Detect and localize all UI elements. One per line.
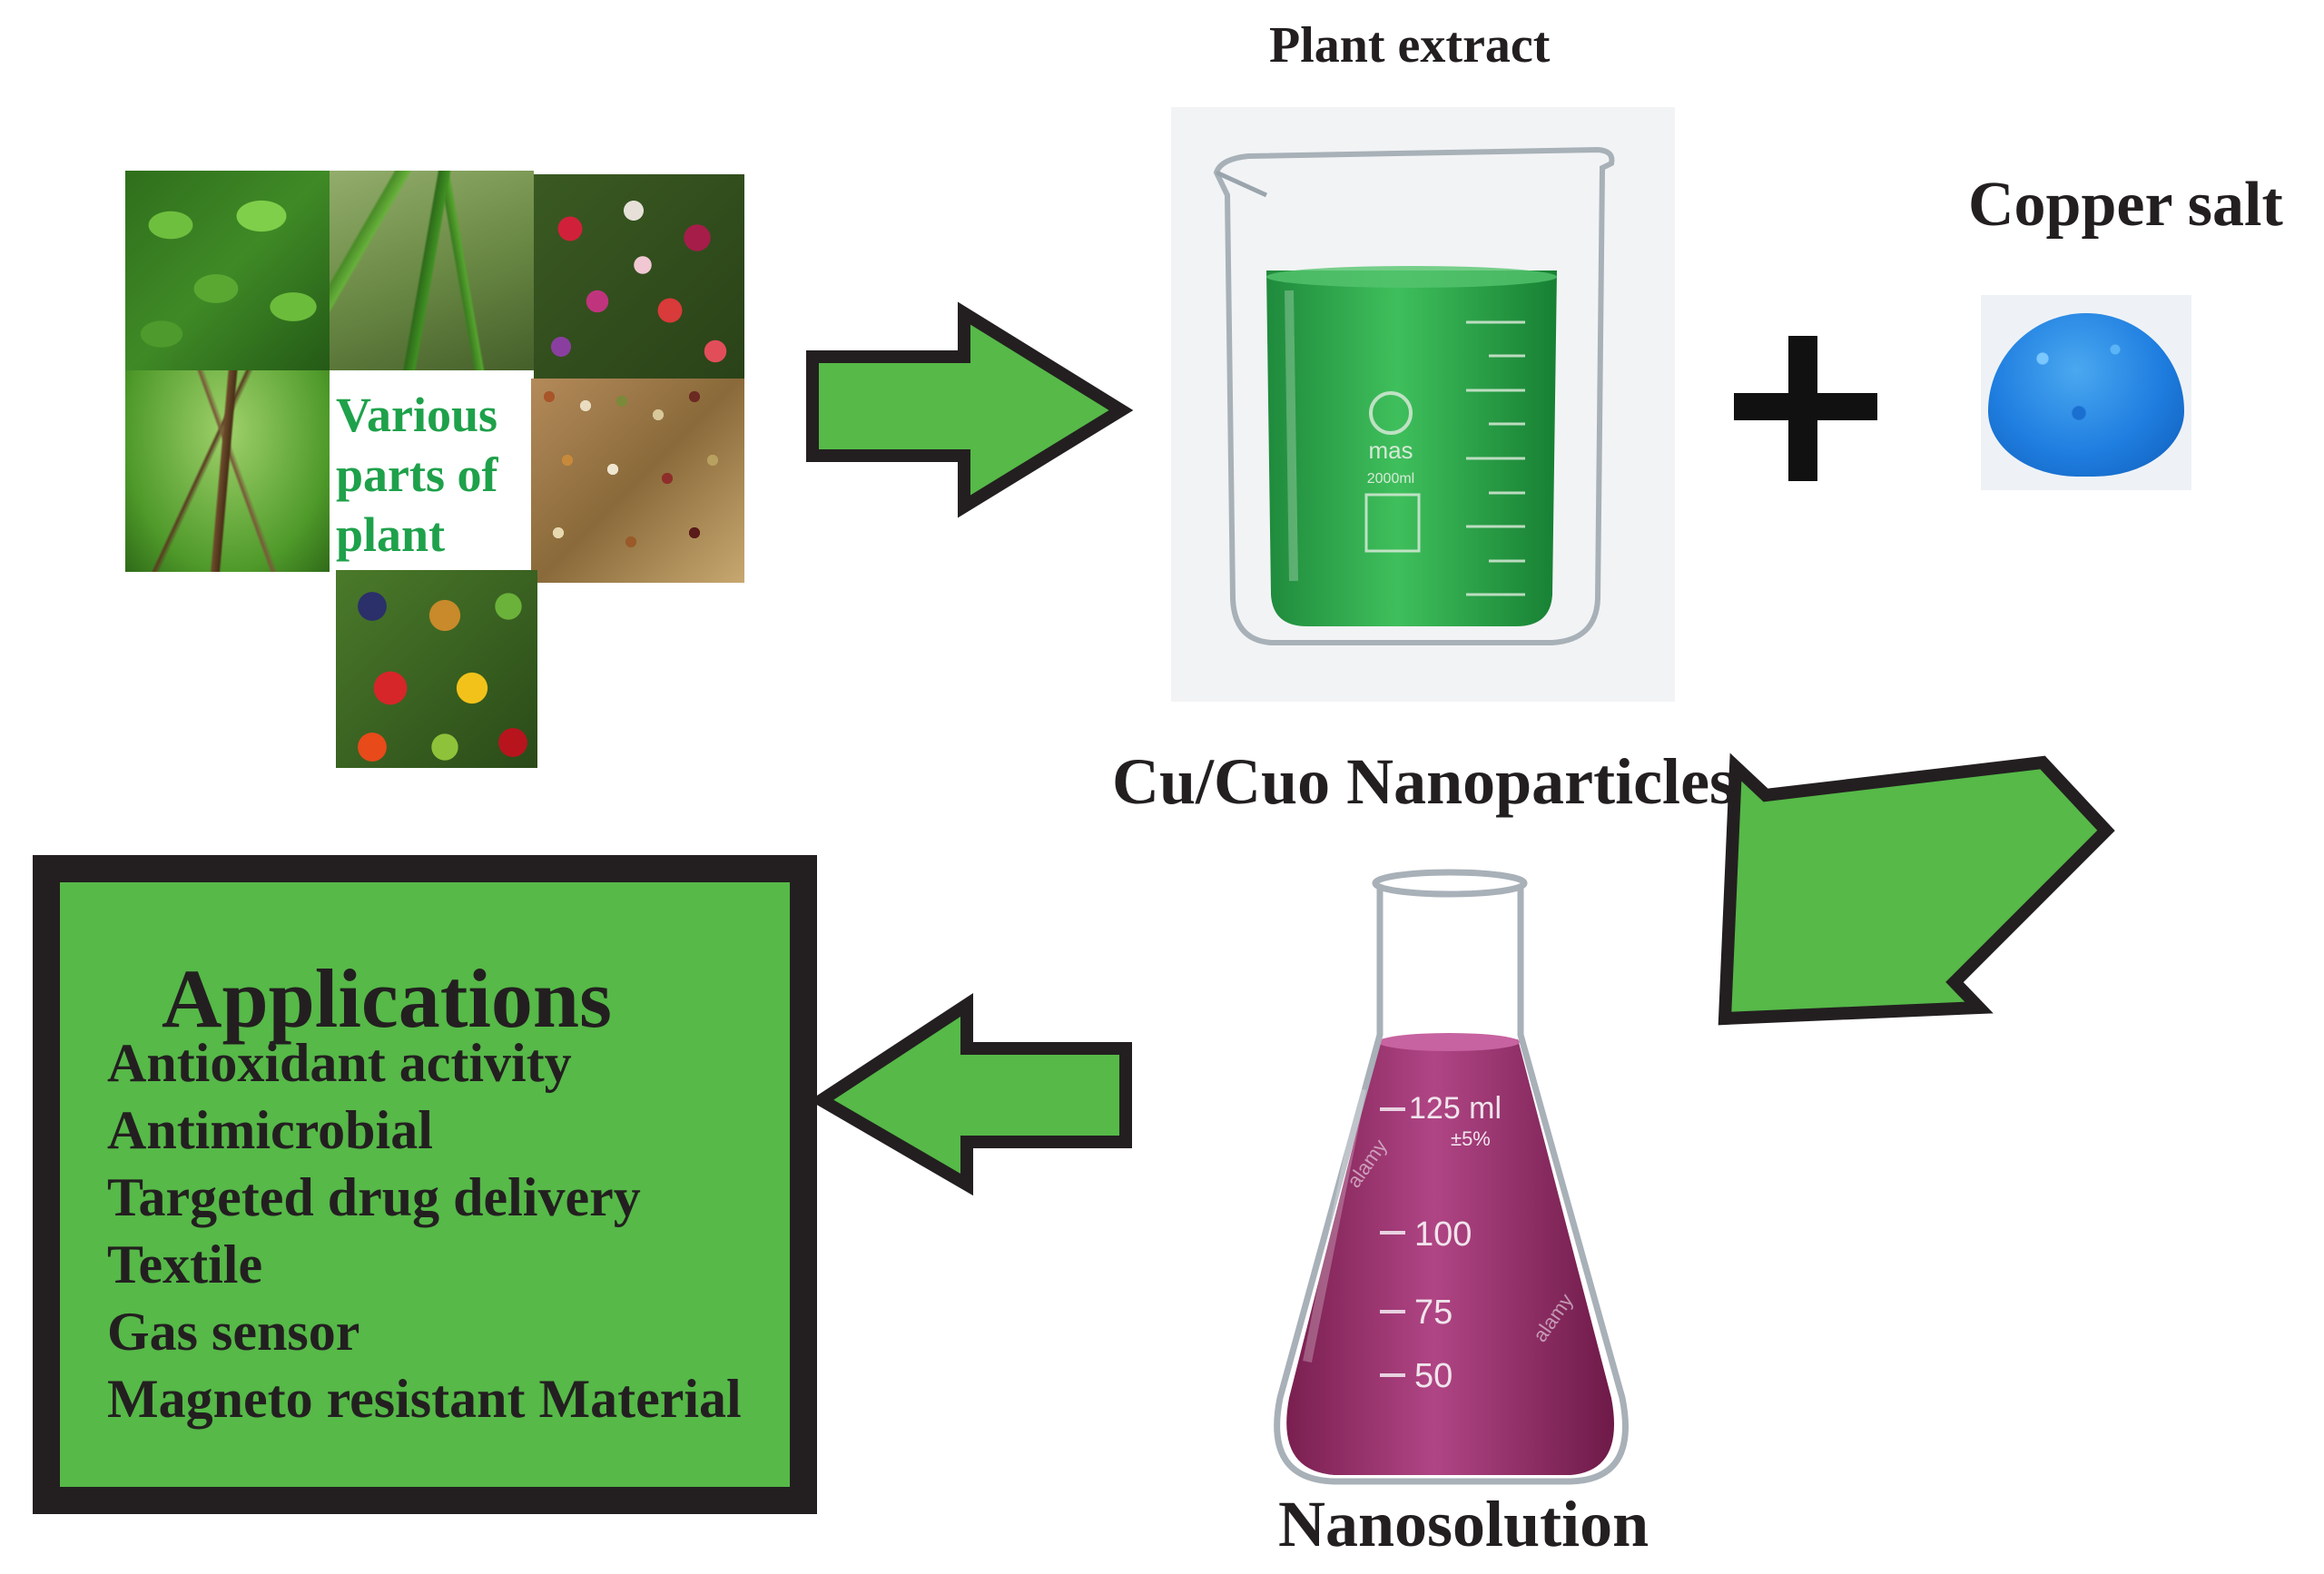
fruits-image	[336, 570, 537, 768]
copper-salt-image	[1981, 295, 2191, 490]
application-item: Textile	[107, 1235, 263, 1294]
applications-title: Applications	[162, 952, 612, 1045]
plant-parts-label: Various parts of plant	[336, 388, 498, 562]
flask-mark-50: 50	[1414, 1357, 1452, 1395]
beaker-capacity: 2000ml	[1367, 471, 1414, 487]
application-item: Antioxidant activity	[107, 1033, 572, 1093]
stems-image	[330, 171, 534, 370]
applications-list: Antioxidant activity Antimicrobial Targe…	[107, 1029, 742, 1432]
copper-salt-powder	[1988, 313, 2184, 477]
flowers-image	[534, 174, 744, 379]
copper-salt-label: Copper salt	[1968, 170, 2283, 240]
beaker-brand: mas	[1368, 437, 1413, 464]
flask-volume: 125 ml	[1409, 1091, 1502, 1126]
plant-extract-label: Plant extract	[1269, 17, 1551, 74]
nanosolution-label: Nanosolution	[1278, 1488, 1649, 1560]
flask-image: 125 ml ±5% 100 75 50 alamy alamy	[1274, 869, 1629, 1485]
arrow-right-icon	[806, 301, 1134, 518]
application-item: Magneto resistant Material	[107, 1369, 742, 1429]
application-item: Antimicrobial	[107, 1100, 433, 1160]
roots-image	[125, 370, 330, 572]
beaker-image: mas 2000ml	[1171, 107, 1675, 702]
application-item: Gas sensor	[107, 1302, 360, 1362]
seeds-image	[531, 379, 744, 583]
leaves-image	[125, 171, 330, 370]
plus-icon	[1734, 336, 1877, 481]
nanoparticles-label: Cu/Cuo Nanoparticles	[1112, 745, 1736, 818]
arrow-down-left-icon	[1718, 753, 2115, 1026]
plant-label-box: Various parts of plant	[336, 381, 531, 567]
applications-box: Applications Antioxidant activity Antimi…	[33, 855, 817, 1514]
flask-tolerance: ±5%	[1451, 1127, 1491, 1150]
flask-mark-100: 100	[1414, 1215, 1472, 1254]
application-item: Targeted drug delivery	[107, 1167, 641, 1227]
flask-mark-75: 75	[1414, 1294, 1452, 1332]
arrow-left-icon	[809, 993, 1132, 1196]
